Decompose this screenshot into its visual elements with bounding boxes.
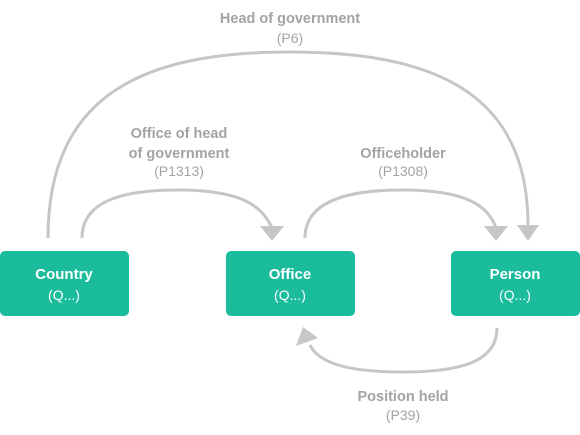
edge-head-of-government: Head of government (P6) xyxy=(46,11,539,241)
office-of-head-arrow-line xyxy=(80,188,274,239)
person-box xyxy=(451,251,580,316)
office-id: (Q...) xyxy=(274,287,306,303)
office-name: Office xyxy=(269,266,312,283)
edge-officeholder: Officeholder (P1308) xyxy=(303,146,508,241)
country-id: (Q...) xyxy=(48,287,80,303)
head-of-government-label: Head of government xyxy=(220,11,360,27)
country-name: Country xyxy=(35,266,93,283)
position-held-arrow-line xyxy=(308,327,499,374)
head-of-government-id: (P6) xyxy=(277,30,303,46)
position-held-label: Position held xyxy=(357,389,448,405)
office-box xyxy=(226,251,355,316)
country-box xyxy=(0,251,129,316)
officeholder-arrowhead xyxy=(484,226,508,241)
position-held-arrowhead xyxy=(296,327,318,346)
head-of-government-arrow-line xyxy=(46,50,530,239)
edge-office-of-head-of-government: Office of head of government (P1313) xyxy=(80,126,284,241)
office-of-head-arrowhead xyxy=(260,226,284,241)
head-of-government-arrowhead xyxy=(517,225,539,241)
office-of-head-label-line1: Office of head xyxy=(131,126,228,142)
office-of-head-label-line2: of government xyxy=(129,146,230,162)
officeholder-arrow-line xyxy=(303,188,498,239)
office-of-head-id: (P1313) xyxy=(154,163,204,179)
node-person: Person (Q...) xyxy=(451,251,580,316)
person-id: (Q...) xyxy=(499,287,531,303)
node-country: Country (Q...) xyxy=(0,251,129,316)
node-office: Office (Q...) xyxy=(226,251,355,316)
officeholder-id: (P1308) xyxy=(378,163,428,179)
position-held-id: (P39) xyxy=(386,407,420,423)
officeholder-label: Officeholder xyxy=(360,146,446,162)
person-name: Person xyxy=(490,266,541,283)
edge-position-held: Position held (P39) xyxy=(296,327,499,423)
